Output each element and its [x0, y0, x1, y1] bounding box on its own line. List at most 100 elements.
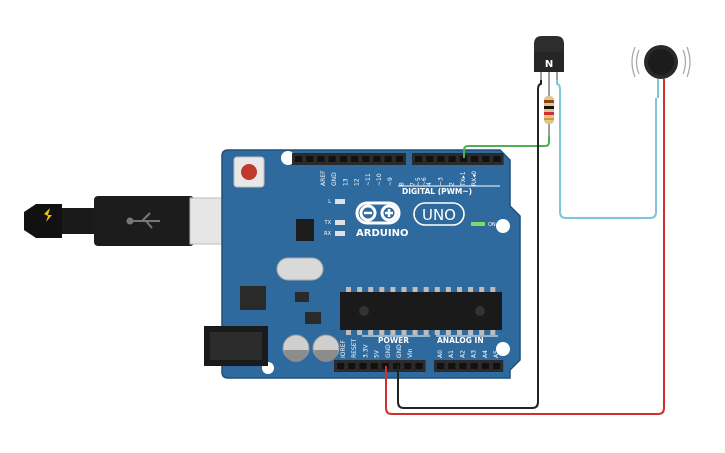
header-pin[interactable]: [459, 156, 467, 162]
header-pin[interactable]: [370, 363, 378, 369]
onboard-leds: L TX RX ON: [324, 199, 496, 237]
wire-pin3-to-resistor[interactable]: [463, 136, 550, 158]
header-pin[interactable]: [426, 156, 434, 162]
pin-label: ~5: [415, 177, 422, 186]
led-l-label: L: [328, 199, 331, 205]
smd-component: [295, 292, 309, 302]
chip-pin: [445, 287, 451, 292]
usb-chip: [296, 219, 314, 241]
chip-pin: [379, 287, 385, 292]
chip-pin: [423, 287, 429, 292]
pin-label: A2: [459, 350, 466, 358]
pin-label: 13: [342, 178, 349, 186]
wire-5v-to-motor[interactable]: [385, 98, 665, 415]
analog-label: ANALOG IN: [437, 336, 484, 345]
header-pin[interactable]: [448, 363, 456, 369]
header-pin[interactable]: [493, 156, 501, 162]
header-pin[interactable]: [493, 363, 501, 369]
vibration-motor[interactable]: [631, 45, 691, 98]
pin-label: ~3: [437, 177, 444, 186]
power-header[interactable]: [334, 360, 426, 372]
header-pin[interactable]: [470, 363, 478, 369]
pin-label: A5: [493, 350, 500, 358]
header-pin[interactable]: [437, 363, 445, 369]
npn-transistor[interactable]: N: [534, 36, 564, 80]
voltage-regulator: [240, 286, 266, 310]
header-pin[interactable]: [359, 363, 367, 369]
chip-pin: [490, 330, 496, 335]
digital-header-right[interactable]: [412, 153, 504, 165]
header-pin[interactable]: [373, 156, 381, 162]
led-on: [471, 222, 485, 226]
header-pin[interactable]: [393, 363, 401, 369]
chip-pin: [368, 330, 374, 335]
header-pin[interactable]: [348, 363, 356, 369]
pin-label: AREF: [320, 170, 327, 186]
capacitor: [312, 334, 340, 362]
header-pin[interactable]: [415, 363, 423, 369]
pin-label: TX▸1: [460, 171, 467, 187]
chip-pin: [346, 330, 351, 335]
chip-pin: [468, 287, 474, 292]
header-pin[interactable]: [459, 363, 467, 369]
power-jack[interactable]: [204, 326, 268, 366]
header-pin[interactable]: [337, 363, 345, 369]
resistor[interactable]: [544, 80, 554, 136]
capacitor: [282, 334, 310, 362]
header-pin[interactable]: [362, 156, 370, 162]
header-pin[interactable]: [481, 363, 489, 369]
pin-label: 2: [449, 182, 456, 186]
header-pin[interactable]: [295, 156, 303, 162]
smd-component: [305, 312, 321, 324]
chip-pin: [479, 287, 485, 292]
pin-label: Vin: [407, 348, 414, 358]
wire-collector-to-motor[interactable]: [556, 80, 657, 219]
header-pin[interactable]: [404, 363, 412, 369]
led-tx: [335, 220, 345, 225]
header-pin[interactable]: [471, 156, 479, 162]
header-pin[interactable]: [384, 156, 392, 162]
pin-label: 12: [354, 178, 361, 186]
pin-label: RX◂0: [471, 171, 478, 186]
header-pin[interactable]: [437, 156, 445, 162]
pin-label: 5V: [374, 349, 381, 358]
chip-pin: [412, 287, 418, 292]
chip-pin: [490, 287, 496, 292]
pin-label: ~10: [376, 173, 383, 186]
pin-label: GND: [396, 344, 403, 358]
analog-header[interactable]: [434, 360, 504, 372]
power-label: POWER: [378, 336, 409, 345]
usb-icon: [126, 212, 160, 229]
reset-button[interactable]: [233, 156, 265, 188]
pin-label: 7: [410, 182, 417, 186]
header-pin[interactable]: [351, 156, 359, 162]
chip-pin: [390, 287, 396, 292]
led-rx: [335, 231, 345, 236]
header-pin[interactable]: [395, 156, 403, 162]
header-pin[interactable]: [339, 156, 347, 162]
led-l: [335, 199, 345, 204]
digital-header-label: DIGITAL (PWM~): [402, 187, 472, 196]
atmega-chip: [340, 287, 502, 335]
header-pin[interactable]: [328, 156, 336, 162]
header-pin[interactable]: [306, 156, 314, 162]
digital-header-left[interactable]: [292, 153, 406, 165]
pin-label: ~11: [365, 173, 372, 186]
chip-pin: [390, 330, 396, 335]
header-pin[interactable]: [482, 156, 490, 162]
pin-label: ~6: [421, 177, 428, 186]
header-pin[interactable]: [415, 156, 423, 162]
wire-emitter-to-gnd[interactable]: [397, 80, 542, 409]
header-pin[interactable]: [317, 156, 325, 162]
chip-pin: [401, 330, 407, 335]
pin-label: 4: [426, 182, 433, 186]
pin-label: ~9: [387, 177, 394, 186]
led-rx-label: RX: [324, 231, 331, 237]
header-pin[interactable]: [448, 156, 456, 162]
mount-hole: [496, 219, 510, 233]
uno-badge: UNO: [413, 202, 465, 226]
